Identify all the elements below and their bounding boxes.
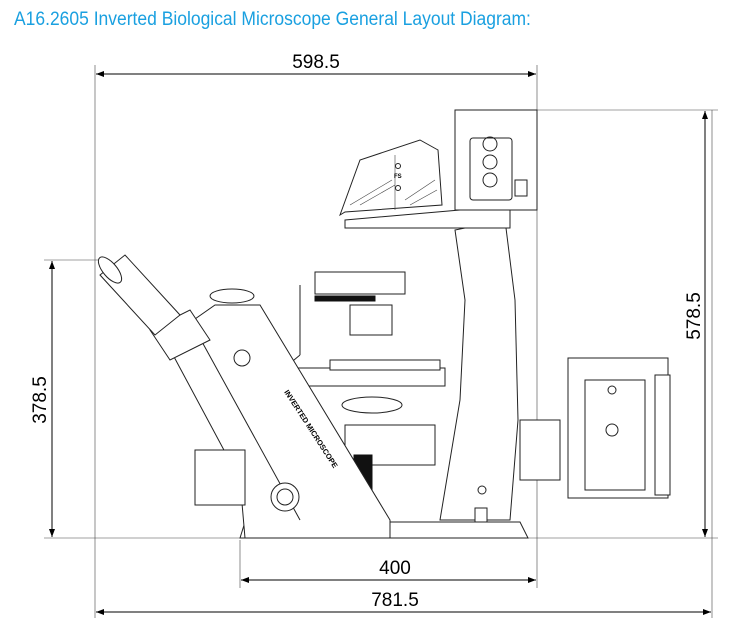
fs-label: FS	[394, 174, 402, 180]
dimension-eyepiece-height: 378.5	[30, 261, 55, 537]
dimension-label: 781.5	[371, 590, 419, 611]
dimension-base-depth: 400	[241, 558, 536, 583]
dimension-total-height: 578.5	[684, 111, 708, 537]
dimension-label: 598.5	[292, 52, 340, 73]
dimension-label: 578.5	[684, 292, 705, 340]
dimension-total-width: 781.5	[96, 590, 711, 615]
diagram-title: A16.2605 Inverted Biological Microscope …	[14, 9, 531, 30]
dimension-top-width: 598.5	[96, 52, 536, 77]
dimension-label: 400	[379, 558, 411, 579]
dimension-label: 378.5	[30, 376, 51, 424]
extension-lines	[44, 65, 718, 618]
microscope-body: FS INVERTED MICROSCOPE	[97, 109, 671, 539]
